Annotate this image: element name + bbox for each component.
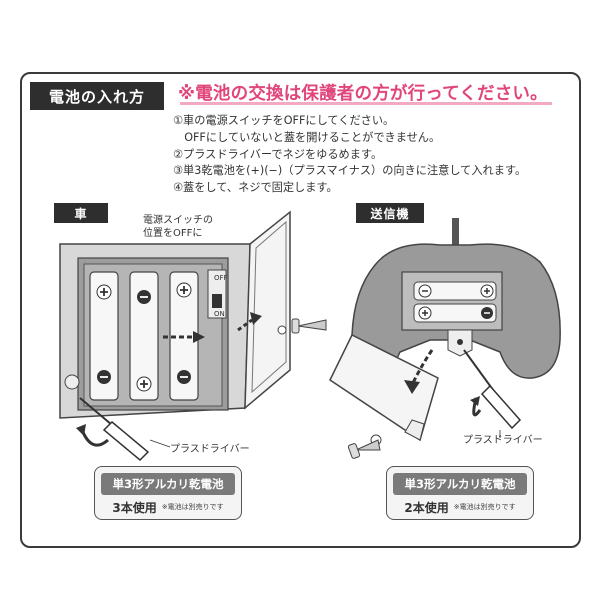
car-screwdriver-icon <box>76 397 150 462</box>
transmitter-battery-1 <box>413 281 497 301</box>
transmitter-section-tag: 送信機 <box>356 203 424 223</box>
car-screw-icon <box>291 318 327 334</box>
car-battery-count: 3本使用 <box>112 500 157 515</box>
transmitter-battery-note: ※電池は別売りです <box>453 503 516 511</box>
transmitter-driver-label: プラスドライバー <box>463 435 543 446</box>
transmitter-battery-info: 単3形アルカリ乾電池 2本使用 ※電池は別売りです <box>386 466 534 520</box>
step-4: ④蓋をして、ネジで固定します。 <box>173 181 338 195</box>
warning-underline <box>180 102 552 105</box>
transmitter-battery-2 <box>413 303 497 323</box>
car-battery-note: ※電池は別売りです <box>161 503 224 511</box>
switch-off-label: OFF <box>214 274 228 282</box>
transmitter-illustration <box>329 218 561 459</box>
car-battery-type: 単3形アルカリ乾電池 <box>101 473 235 495</box>
switch-on-label: ON <box>214 310 225 318</box>
step-2: ②プラスドライバーでネジをゆるめます。 <box>173 147 383 161</box>
car-battery-1 <box>89 271 119 401</box>
transmitter-battery-type: 単3形アルカリ乾電池 <box>393 473 527 495</box>
step-1: ①車の電源スイッチをOFFにしてください。 <box>173 114 395 127</box>
car-illustration <box>59 210 327 462</box>
step-1-note: OFFにしていないと蓋を開けることができません。 <box>173 130 441 144</box>
guardian-warning: ※電池の交換は保護者の方が行ってください。 <box>178 84 548 104</box>
transmitter-screwdriver-icon <box>463 349 522 430</box>
transmitter-battery-count: 2本使用 <box>404 500 449 515</box>
transmitter-screw-icon <box>347 439 381 459</box>
switch-label-line2: 位置をOFFに <box>143 228 203 239</box>
page-title: 電池の入れ方 <box>30 82 164 110</box>
car-battery-info: 単3形アルカリ乾電池 3本使用 ※電池は別売りです <box>94 466 242 520</box>
car-battery-2 <box>129 271 159 401</box>
instruction-steps: ①車の電源スイッチをOFFにしてください。 OFFにしていないと蓋を開けることが… <box>173 113 526 197</box>
car-section-tag: 車 <box>54 203 108 223</box>
switch-label-line1: 電源スイッチの <box>143 215 213 226</box>
step-3: ③単3乾電池を(+)(−)（プラスマイナス）の向きに注意して入れます。 <box>173 164 527 178</box>
car-driver-label: プラスドライバー <box>170 444 250 455</box>
